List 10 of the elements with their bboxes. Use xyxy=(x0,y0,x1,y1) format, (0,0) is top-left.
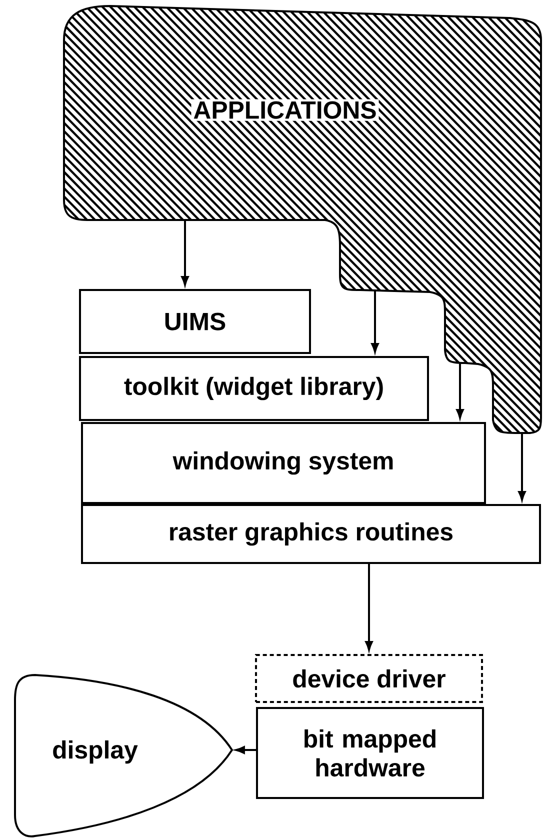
arrow xyxy=(371,290,379,353)
arrow xyxy=(181,220,189,286)
arrow xyxy=(365,564,373,651)
layer-box: raster graphics routines xyxy=(81,504,541,564)
arrow xyxy=(456,363,464,419)
arrow xyxy=(518,433,526,501)
layer-box: windowing system xyxy=(81,422,486,504)
layer-box: device driver xyxy=(255,654,483,703)
layer-box: bit mapped hardware xyxy=(256,707,484,799)
arrow xyxy=(235,746,256,754)
